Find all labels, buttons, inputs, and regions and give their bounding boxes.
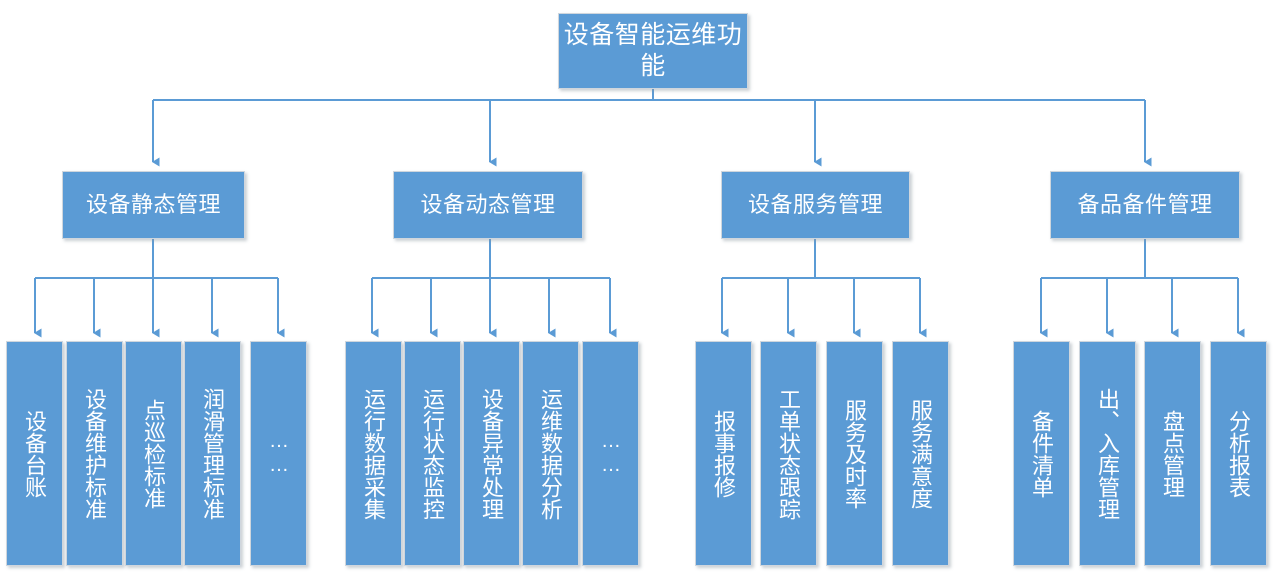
- node-branch-label: 设备静态管理: [85, 192, 221, 217]
- node-leaf-analysis-report[interactable]: 分析报表: [1210, 341, 1267, 566]
- node-leaf-label: 润滑管理标准: [200, 387, 225, 520]
- node-leaf-label: 设备台账: [22, 409, 47, 498]
- node-leaf-runtime-data-collection[interactable]: 运行数据采集: [345, 341, 402, 566]
- node-leaf-label: 工单状态跟踪: [776, 387, 801, 520]
- node-branch-equipment-dynamic[interactable]: 设备动态管理: [393, 171, 583, 239]
- node-branch-label: 备品备件管理: [1077, 192, 1213, 217]
- node-leaf-label: ……: [268, 429, 290, 478]
- node-leaf-label: 服务满意度: [908, 398, 933, 509]
- node-leaf-spare-parts-list[interactable]: 备件清单: [1013, 341, 1070, 566]
- node-leaf-stocktaking-management[interactable]: 盘点管理: [1144, 341, 1201, 566]
- node-leaf-label: 服务及时率: [842, 398, 867, 509]
- node-leaf-work-order-tracking[interactable]: 工单状态跟踪: [760, 341, 817, 566]
- node-leaf-label: ……: [600, 429, 622, 478]
- node-root[interactable]: 设备智能运维功能: [558, 13, 748, 89]
- node-leaf-label: 运行状态监控: [420, 387, 445, 520]
- node-leaf-inbound-outbound-management[interactable]: 出、入库管理: [1079, 341, 1136, 566]
- node-branch-equipment-static[interactable]: 设备静态管理: [62, 171, 245, 239]
- node-leaf-runtime-status-monitoring[interactable]: 运行状态监控: [404, 341, 461, 566]
- node-leaf-equipment-exception-handling[interactable]: 设备异常处理: [463, 341, 520, 566]
- node-leaf-label: 运维数据分析: [538, 387, 563, 520]
- node-leaf-label: 出、入库管理: [1095, 387, 1120, 520]
- node-leaf-label: 盘点管理: [1160, 409, 1185, 498]
- node-leaf-label: 点巡检标准: [141, 398, 166, 509]
- node-leaf-label: 报事报修: [711, 409, 736, 498]
- node-leaf-inspection-standard[interactable]: 点巡检标准: [125, 341, 182, 566]
- node-leaf-maintenance-standard[interactable]: 设备维护标准: [66, 341, 123, 566]
- node-leaf-ops-data-analysis[interactable]: 运维数据分析: [522, 341, 579, 566]
- node-leaf-label: 备件清单: [1029, 409, 1054, 498]
- node-leaf-label: 分析报表: [1226, 409, 1251, 498]
- node-leaf-equipment-ledger[interactable]: 设备台账: [6, 341, 63, 566]
- node-branch-equipment-service[interactable]: 设备服务管理: [721, 171, 910, 239]
- node-leaf-label: 运行数据采集: [361, 387, 386, 520]
- node-leaf-service-satisfaction[interactable]: 服务满意度: [892, 341, 949, 566]
- node-branch-label: 设备服务管理: [747, 192, 883, 217]
- node-leaf-lubrication-standard[interactable]: 润滑管理标准: [184, 341, 241, 566]
- node-root-label: 设备智能运维功能: [563, 21, 743, 80]
- node-branch-label: 设备动态管理: [420, 192, 556, 217]
- node-leaf-label: 设备异常处理: [479, 387, 504, 520]
- node-leaf-more-static[interactable]: ……: [250, 341, 307, 566]
- node-branch-spare-parts[interactable]: 备品备件管理: [1050, 171, 1240, 239]
- node-leaf-more-dynamic[interactable]: ……: [582, 341, 639, 566]
- node-leaf-label: 设备维护标准: [82, 387, 107, 520]
- node-leaf-service-timeliness-rate[interactable]: 服务及时率: [826, 341, 883, 566]
- node-leaf-report-repair[interactable]: 报事报修: [695, 341, 752, 566]
